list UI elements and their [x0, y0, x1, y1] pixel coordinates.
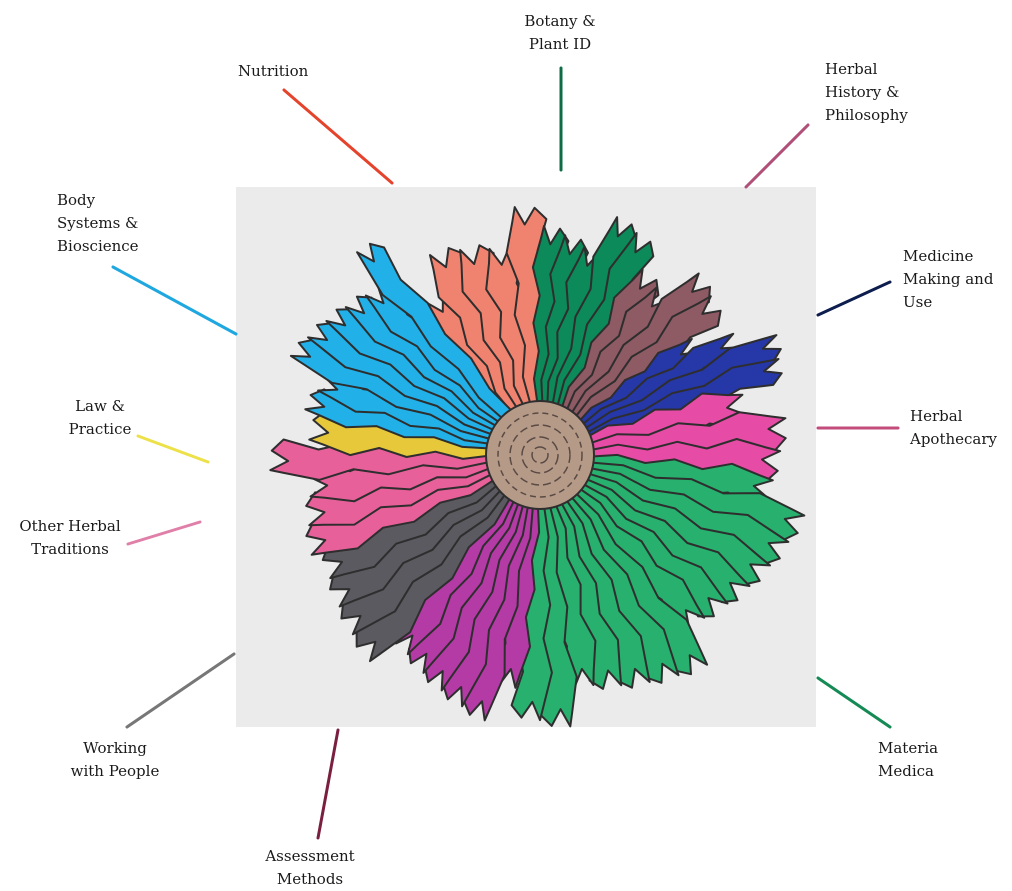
- flower-center-ring: [521, 436, 559, 474]
- label-nutrition: Nutrition: [238, 62, 309, 80]
- flower-center-ring: [531, 446, 549, 464]
- flower-center-ring: [509, 424, 571, 486]
- label-working-with-people: Working with People: [70, 739, 160, 780]
- leader-line-materia: [816, 676, 892, 729]
- leader-line-other: [126, 520, 202, 546]
- leader-line-assessment: [316, 728, 340, 840]
- label-other-herbal-traditions: Other Herbal Traditions: [19, 517, 121, 558]
- leader-line-medicine: [816, 280, 892, 317]
- leader-line-history: [744, 123, 810, 189]
- flower-center: [485, 400, 595, 510]
- label-botany-plant-id: Botany & Plant ID: [524, 12, 596, 53]
- label-body-systems-bioscience: Body Systems & Bioscience: [57, 191, 139, 255]
- label-materia-medica: Materia Medica: [878, 739, 939, 780]
- label-law-practice: Law & Practice: [68, 397, 132, 438]
- label-herbal-history-philosophy: Herbal History & Philosophy: [825, 60, 908, 124]
- label-assessment-methods: Assessment Methods: [265, 847, 355, 888]
- leader-line-working: [125, 652, 236, 729]
- leader-line-body: [111, 265, 238, 336]
- leader-line-law: [136, 434, 210, 464]
- label-medicine-making-use: Medicine Making and Use: [903, 247, 994, 311]
- label-herbal-apothecary: Herbal Apothecary: [910, 407, 998, 448]
- leader-line-nutrition: [282, 88, 394, 185]
- flower-center-ring: [497, 412, 583, 498]
- petal-body: [356, 242, 516, 423]
